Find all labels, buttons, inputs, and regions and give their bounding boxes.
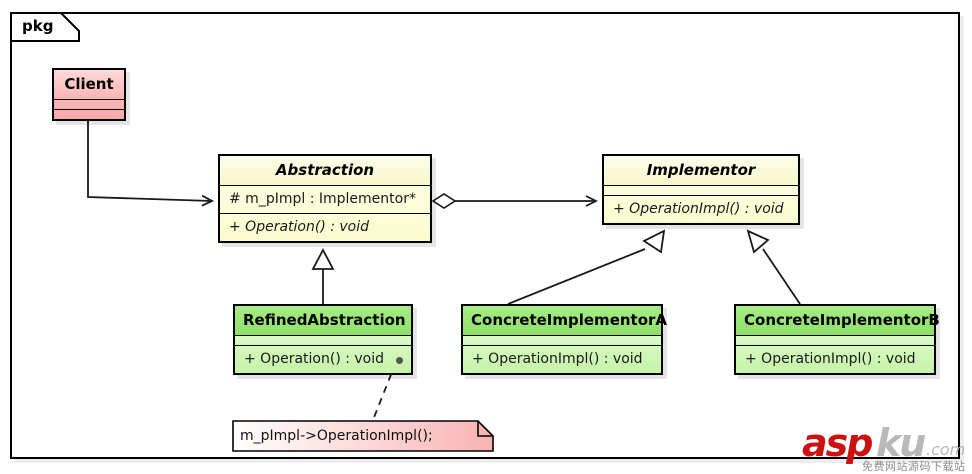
class-operation-row: + OperationImpl() : void	[472, 351, 643, 367]
class-box-abstraction[interactable]: Abstraction # m_pImpl : Implementor* + O…	[218, 154, 432, 243]
class-separator	[736, 335, 934, 336]
class-separator	[220, 185, 430, 186]
class-separator	[604, 185, 798, 186]
note-shape	[232, 420, 494, 452]
relation-concrete-a-implementor	[507, 229, 666, 305]
note-text: m_pImpl->OperationImpl();	[240, 428, 433, 444]
class-attributes-compartment	[235, 336, 411, 345]
class-separator	[220, 213, 430, 214]
relation-client-abstraction	[87, 118, 212, 201]
generalization-triangle	[746, 229, 770, 254]
class-separator	[463, 345, 661, 346]
class-operation-row: + OperationImpl() : void	[745, 351, 916, 367]
class-separator	[235, 335, 411, 336]
relation-note-link	[372, 361, 397, 421]
class-name-client: Client	[54, 70, 124, 99]
watermark-brand-red: asp	[802, 421, 873, 465]
class-separator	[54, 109, 124, 110]
watermark: asp ku .com 免费网站源码下载站	[800, 421, 968, 473]
class-separator	[463, 335, 661, 336]
note-anchor-dot-icon	[396, 357, 403, 364]
class-operation-row: + OperationImpl() : void	[613, 201, 784, 217]
class-name-implementor: Implementor	[604, 156, 798, 185]
note-box[interactable]	[232, 420, 494, 452]
class-separator	[235, 345, 411, 346]
class-box-client[interactable]: Client	[52, 68, 126, 121]
class-name-concrete-implementor-a: ConcreteImplementorA	[463, 306, 667, 335]
watermark-subtitle: 免费网站源码下载站	[862, 460, 966, 473]
class-box-implementor[interactable]: Implementor + OperationImpl() : void	[602, 154, 800, 225]
class-operation-row: + Operation() : void	[229, 219, 370, 235]
generalization-triangle	[642, 229, 666, 254]
package-tab-shape	[10, 12, 80, 42]
generalization-triangle	[311, 248, 335, 270]
watermark-tld: .com	[926, 440, 966, 459]
watermark-brand-gray: ku	[876, 421, 926, 465]
class-name-abstraction: Abstraction	[220, 156, 430, 185]
class-separator	[54, 99, 124, 100]
class-box-concrete-implementor-a[interactable]: ConcreteImplementorA + OperationImpl() :…	[461, 304, 667, 375]
class-attribute-row: # m_pImpl : Implementor*	[229, 191, 416, 207]
class-operations-compartment	[54, 110, 124, 119]
class-name-concrete-implementor-b: ConcreteImplementorB	[736, 306, 940, 335]
class-operation-row: + Operation() : void	[244, 351, 385, 367]
class-attributes-compartment	[736, 336, 934, 345]
class-box-concrete-implementor-b[interactable]: ConcreteImplementorB + OperationImpl() :…	[734, 304, 940, 375]
aggregation-diamond	[431, 193, 457, 209]
note-fold-icon	[477, 421, 493, 437]
class-separator	[736, 345, 934, 346]
package-label: pkg	[22, 17, 54, 35]
class-separator	[604, 195, 798, 196]
relation-abstraction-implementor	[431, 193, 596, 209]
class-attributes-compartment	[54, 100, 124, 109]
class-attributes-compartment	[604, 186, 798, 195]
class-box-refined-abstraction[interactable]: RefinedAbstraction + Operation() : void	[233, 304, 413, 375]
class-attributes-compartment	[463, 336, 661, 345]
package-frame	[10, 12, 960, 459]
relation-concrete-b-implementor	[746, 229, 801, 305]
relation-refined-abstraction-abstraction	[311, 248, 335, 304]
class-name-refined-abstraction: RefinedAbstraction	[235, 306, 411, 335]
